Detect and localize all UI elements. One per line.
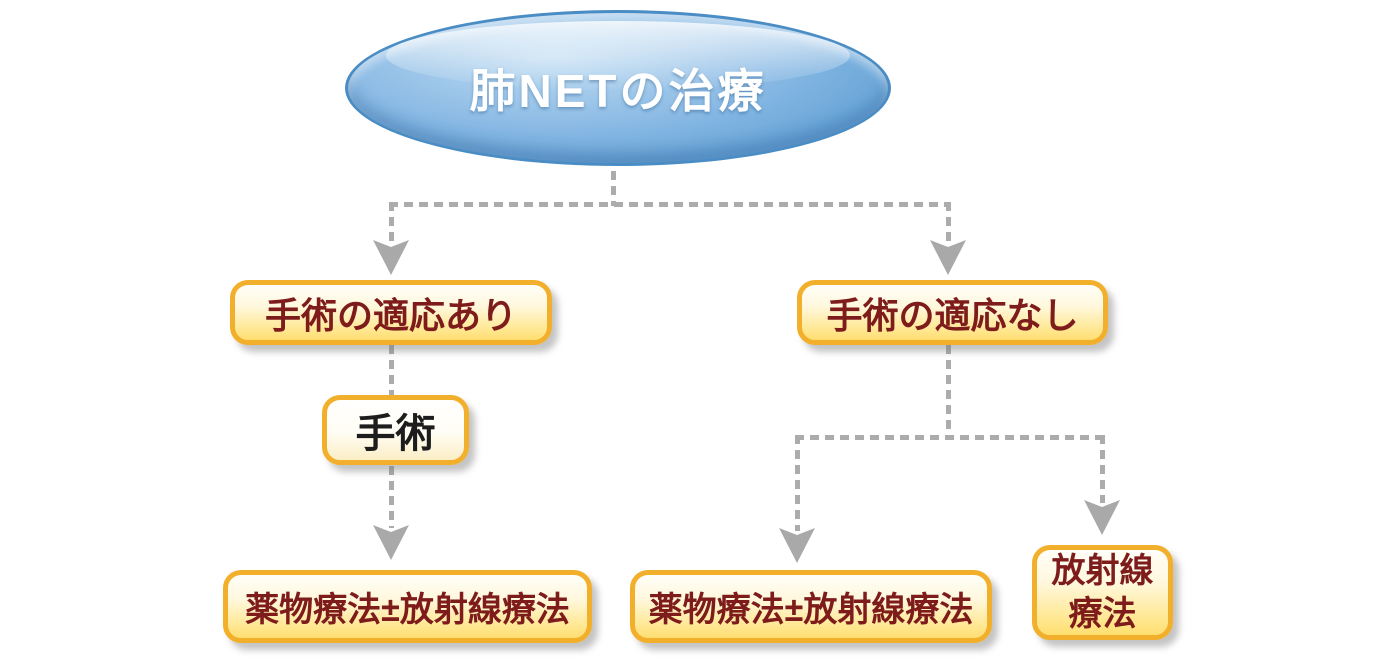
arrow-down-icon: [779, 528, 815, 563]
connector-to-drug-radiation-right: [795, 435, 800, 531]
root-node-label: 肺NETの治療: [469, 65, 767, 117]
connector-to-radiation: [1100, 435, 1105, 503]
root-node-lung-net-treatment: 肺NETの治療: [345, 10, 891, 166]
node-drug-radiation-left: 薬物療法±放射線療法: [223, 570, 592, 643]
node-surgery-indicated-label: 手術の適応あり: [264, 294, 517, 336]
arrow-down-icon: [1084, 500, 1120, 535]
node-drug-radiation-right-label: 薬物療法±放射線療法: [648, 591, 974, 629]
node-radiation-therapy-label-line1: 放射線: [1051, 552, 1154, 590]
arrow-down-icon: [373, 525, 409, 560]
connector-indicated-to-surgery: [389, 345, 394, 397]
node-drug-radiation-right: 薬物療法±放射線療法: [630, 570, 992, 643]
node-surgery-not-indicated-label: 手術の適応なし: [826, 294, 1079, 336]
connector-right-branch: [795, 435, 1105, 440]
connector-surgery-to-drug-radiation: [389, 466, 394, 528]
connector-root-stem: [611, 156, 616, 206]
node-surgery: 手術: [322, 395, 469, 465]
node-surgery-label: 手術: [355, 412, 436, 456]
arrow-down-icon: [930, 240, 966, 275]
node-surgery-indicated: 手術の適応あり: [230, 280, 552, 345]
connector-to-surgery-not-indicated: [946, 202, 951, 242]
arrow-down-icon: [373, 240, 409, 275]
node-radiation-therapy: 放射線 療法: [1032, 545, 1173, 640]
node-surgery-not-indicated: 手術の適応なし: [797, 280, 1108, 345]
connector-not-indicated-stem: [946, 345, 951, 437]
node-drug-radiation-left-label: 薬物療法±放射線療法: [245, 591, 570, 629]
connector-to-surgery-indicated: [389, 202, 394, 242]
connector-top-branch: [389, 202, 951, 207]
node-radiation-therapy-label-line2: 療法: [1068, 594, 1137, 633]
